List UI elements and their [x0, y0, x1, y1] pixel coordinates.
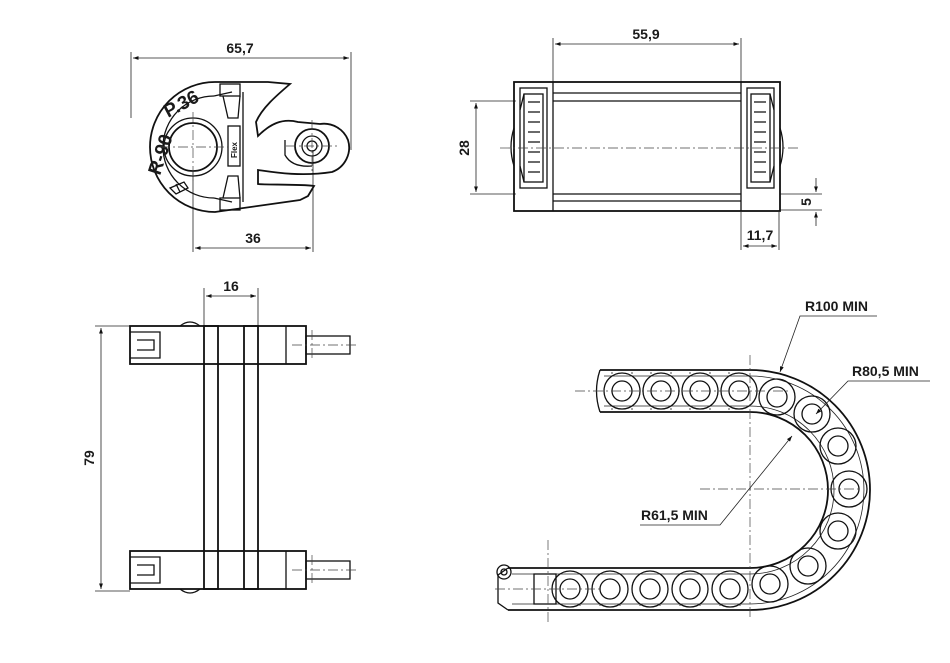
- dim-width-label: 65,7: [226, 40, 253, 56]
- dim-wall-label: 5: [798, 198, 814, 206]
- leader-r61: [640, 435, 793, 526]
- front-frame: [513, 81, 781, 212]
- dim-front-width-label: 55,9: [632, 26, 659, 42]
- side-plate-left: [203, 325, 219, 590]
- side-plate-right: [243, 325, 259, 590]
- dim-pitch-label: 36: [245, 230, 261, 246]
- dim-side-label: 11,7: [747, 227, 774, 243]
- side-view: 65,7 36 Flex R-90 P.36: [130, 40, 352, 252]
- radius-inner-label: R61,5 MIN: [641, 507, 708, 523]
- brand-stamp: Flex: [230, 141, 239, 158]
- logo-icon: [168, 181, 189, 195]
- dim-height-label: 28: [456, 140, 472, 156]
- chain-inner-edge: [508, 411, 829, 569]
- leader-r100: [779, 315, 877, 373]
- radius-mid-label: R80,5 MIN: [852, 363, 919, 379]
- radius-outer-label: R100 MIN: [805, 298, 868, 314]
- front-view: 55,9 28 5 11,7: [456, 26, 822, 250]
- link-outline: [149, 81, 351, 213]
- chain-outer-edge: [508, 369, 871, 611]
- top-view: 16 79: [81, 278, 358, 594]
- brand-label-box: [227, 125, 241, 167]
- leader-r80: [815, 380, 930, 415]
- bend-view: R100 MIN R80,5 MIN R61,5 MIN: [495, 298, 930, 622]
- dim-length-label: 79: [81, 450, 97, 466]
- pitch-stamp: P.36: [160, 87, 202, 123]
- chain-links: [533, 372, 868, 608]
- dim-inner-width-label: 16: [223, 278, 239, 294]
